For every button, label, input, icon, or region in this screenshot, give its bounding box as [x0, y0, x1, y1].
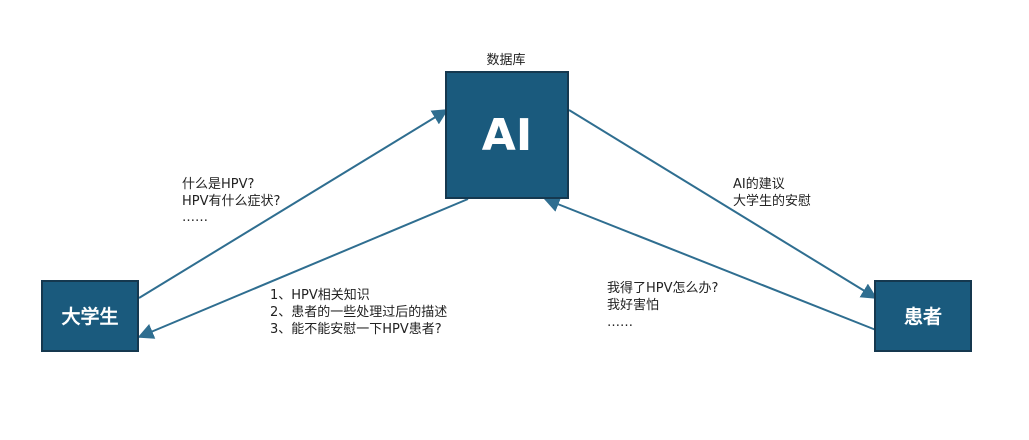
note-student-to-ai-3: ……: [182, 210, 208, 225]
ai-node: [445, 71, 569, 199]
edge-student-to-ai: [138, 109, 449, 299]
note-student-to-ai-1: 什么是HPV?: [182, 177, 254, 192]
note-patient-to-ai-2: 我好害怕: [607, 297, 659, 313]
note-ai-to-student-3: 3、能不能安慰一下HPV患者?: [270, 322, 442, 337]
note-patient-to-ai-3: ……: [607, 315, 633, 330]
note-ai-to-patient-1: AI的建议: [733, 176, 785, 192]
note-student-to-ai-2: HPV有什么症状?: [182, 194, 280, 209]
note-ai-to-patient-2: 大学生的安慰: [733, 193, 811, 209]
note-patient-to-ai-1: 我得了HPV怎么办?: [607, 280, 718, 296]
edge-ai-to-patient: [568, 109, 878, 299]
patient-node-label: 患者: [904, 305, 942, 328]
edge-patient-to-ai: [543, 196, 877, 331]
note-ai-to-student-1: 1、HPV相关知识: [270, 287, 370, 303]
patient-node: [874, 280, 972, 352]
note-ai-to-student-2: 2、患者的一些处理过后的描述: [270, 304, 447, 320]
edge-ai-to-student: [137, 198, 469, 339]
student-node-label: 大学生: [61, 305, 118, 328]
student-node: [41, 280, 139, 352]
ai-caption: 数据库: [486, 52, 525, 68]
ai-node-label: AI: [482, 110, 532, 161]
